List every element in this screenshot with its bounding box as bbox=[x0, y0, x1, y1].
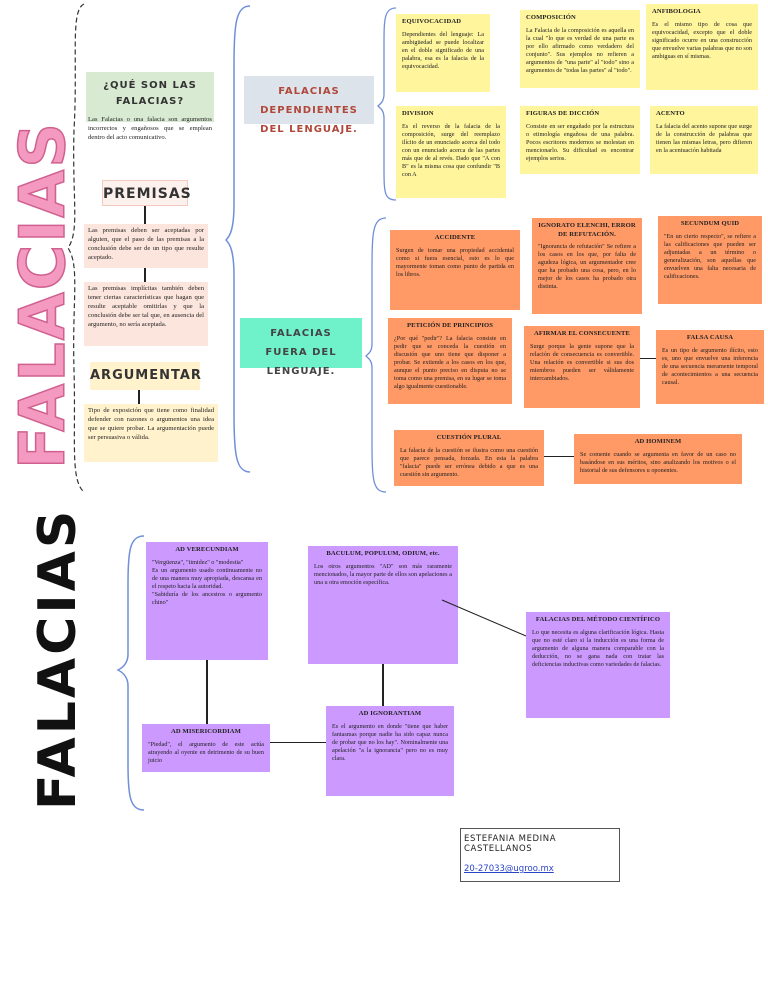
left-brace bbox=[67, 3, 85, 493]
connector-verecundiam-misericordiam bbox=[206, 660, 208, 724]
fuera-brace bbox=[365, 217, 387, 493]
connector-misericordiam-ignorantiam bbox=[270, 742, 326, 743]
lenguaje-heading: FALACIAS DEPENDIENTES DEL LENGUAJE. bbox=[244, 76, 374, 135]
connector-consecuente-causa bbox=[640, 358, 656, 359]
connector-baculum-ignorantiam bbox=[382, 664, 384, 706]
bottom-title: FALACIAS bbox=[28, 507, 88, 810]
box-ad-misericordiam: AD MISERICORDIAM"Piedad", el argumento d… bbox=[142, 724, 270, 772]
author-name: ESTEFANIA MEDINA CASTELLANOS bbox=[464, 834, 557, 854]
bottom-brace bbox=[116, 535, 145, 811]
box-peticion-principios: PETICIÓN DE PRINCIPIOS¿Por qué "pedir"? … bbox=[388, 318, 512, 404]
premisas-connector-2 bbox=[144, 268, 146, 282]
mid-brace bbox=[224, 5, 251, 473]
intro-heading: ¿QUÉ SON LAS FALACIAS? bbox=[86, 72, 214, 122]
connector-plural-hominem bbox=[544, 456, 574, 457]
box-ignorato-elenchi: IGNORATO ELENCHI, ERROR DE REFUTACIÓN."I… bbox=[532, 218, 642, 314]
premisas-connector-1 bbox=[144, 206, 146, 224]
premisas-text-1: Las premisas deben ser aceptadas por alg… bbox=[84, 224, 208, 268]
author-card bbox=[460, 828, 620, 882]
premisas-heading: PREMISAS bbox=[102, 180, 191, 206]
argumentar-connector bbox=[138, 390, 140, 404]
connector-baculum-metodo bbox=[441, 599, 527, 637]
box-ad-verecundiam: AD VERECUNDIAM"Vergüenza", "timidez" o "… bbox=[146, 542, 268, 660]
intro-text: Las Falacias o una falacia son argumento… bbox=[88, 116, 212, 141]
argumentar-heading: ARGUMENTAR bbox=[90, 362, 201, 390]
lenguaje-brace bbox=[377, 7, 397, 201]
box-baculum: BACULUM, POPULUM, ODIUM, etc.Los otros a… bbox=[308, 546, 458, 664]
author-email[interactable]: 20-27033@ugroo.mx bbox=[464, 864, 554, 874]
fuera-heading: FALACIAS FUERA DEL LENGUAJE. bbox=[240, 318, 362, 377]
premisas-text-2: Las premisas implícitas también deben te… bbox=[84, 282, 208, 346]
argumentar-text: Tipo de exposición que tiene como finali… bbox=[84, 404, 218, 462]
box-secundum-quid: SECUNDUM QUID"En un cierto respecto", se… bbox=[658, 216, 762, 304]
